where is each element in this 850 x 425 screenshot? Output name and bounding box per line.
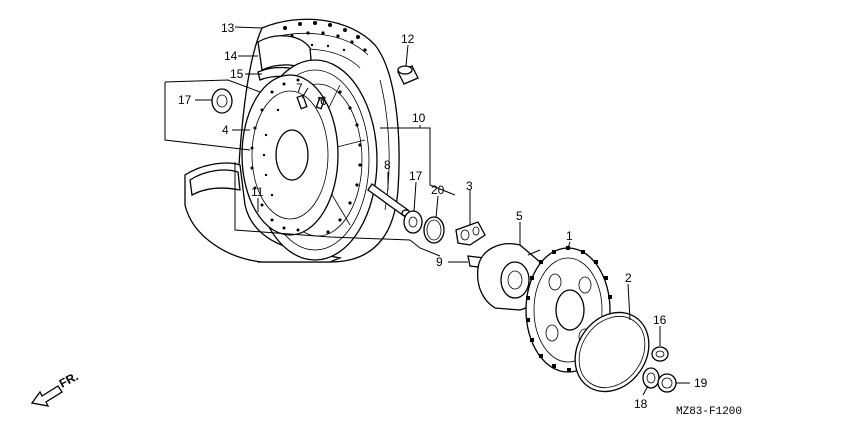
callout-13: 13 (221, 21, 235, 35)
callout-labels: 13 14 15 17 4 7 6 12 10 8 17 20 3 5 11 9… (178, 21, 708, 411)
front-marker-label: FR. (57, 369, 81, 390)
front-arrow-icon (30, 385, 63, 407)
oil-seal (657, 373, 677, 393)
diagram-code: MZ83-F1200 (676, 406, 742, 418)
callout-15: 15 (230, 67, 244, 81)
sprocket-bearing (642, 367, 660, 389)
callout-17-left: 17 (178, 93, 192, 107)
leader-lines (195, 26, 690, 396)
callout-1: 1 (566, 229, 573, 243)
callout-11: 11 (251, 185, 264, 199)
bearing-right (403, 210, 423, 234)
callout-14: 14 (224, 49, 238, 63)
collar (397, 65, 419, 85)
drive-chain (574, 311, 650, 393)
callout-9: 9 (436, 255, 443, 269)
valve-stem (296, 94, 326, 110)
assembly-outline (164, 79, 456, 257)
o-ring (423, 216, 445, 244)
callout-5: 5 (516, 209, 523, 223)
final-driven-flange (476, 243, 547, 311)
callout-20: 20 (431, 183, 445, 197)
callout-3: 3 (466, 179, 473, 193)
callout-2: 2 (625, 271, 632, 285)
callout-10: 10 (412, 111, 426, 125)
side-collar (651, 346, 669, 362)
callout-7: 7 (296, 81, 303, 95)
callout-8: 8 (384, 158, 391, 172)
disc-holes (250, 78, 300, 232)
wheel-damper (455, 221, 486, 246)
tire-tread-pattern (276, 21, 367, 52)
callout-12: 12 (401, 32, 415, 46)
callout-4: 4 (222, 123, 229, 137)
front-direction-indicator: FR. (30, 369, 81, 407)
callout-18: 18 (634, 397, 648, 411)
bearing-left (211, 88, 233, 114)
callout-17-right: 17 (409, 169, 423, 183)
callout-19: 19 (694, 376, 708, 390)
rim-holes (326, 90, 362, 234)
callout-6: 6 (320, 94, 327, 108)
brake-disc (241, 74, 339, 236)
callout-16: 16 (653, 313, 667, 327)
